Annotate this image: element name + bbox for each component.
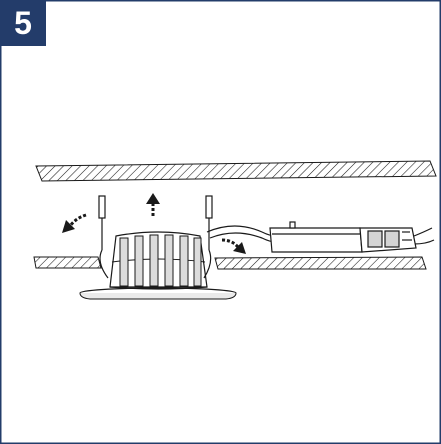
step-number-badge: 5 — [0, 0, 46, 46]
ceiling-board-bottom — [33, 256, 427, 270]
arrow-out-left — [62, 213, 87, 233]
spring-clip-left — [98, 195, 109, 279]
arrow-up — [146, 193, 160, 216]
driver-box — [269, 221, 363, 253]
ceiling-board-top — [35, 160, 437, 182]
downlight-fixture — [79, 231, 237, 300]
arrow-out-right — [221, 238, 246, 254]
connector-block — [359, 227, 417, 253]
spring-clip-right — [203, 195, 213, 279]
